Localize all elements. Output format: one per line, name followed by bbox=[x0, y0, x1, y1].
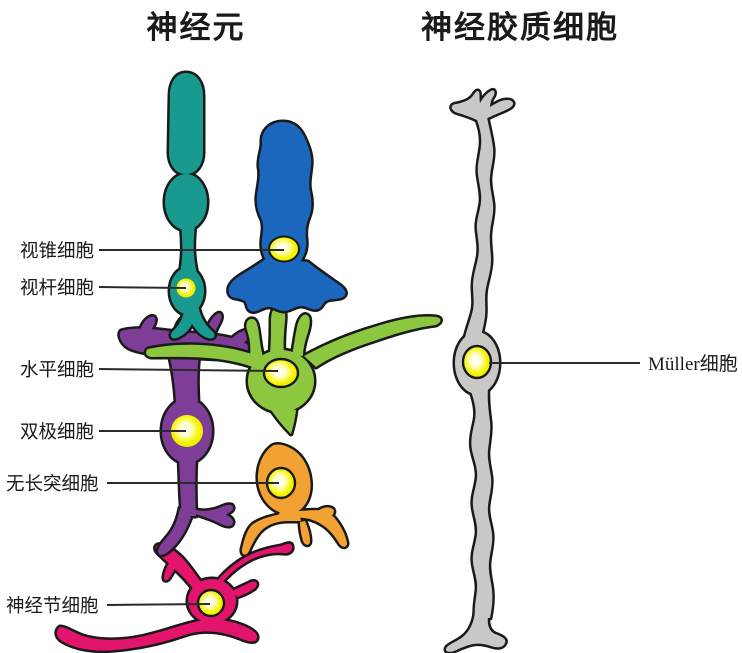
bipolar-nucleus bbox=[171, 415, 203, 447]
title-neurons: 神经元 bbox=[147, 10, 246, 45]
ganglion-leader-line bbox=[106, 603, 211, 606]
ganglion-nucleus bbox=[196, 588, 226, 618]
ganglion-cell-label: 神经节细胞 bbox=[6, 596, 99, 617]
horizontal-cell-label: 水平细胞 bbox=[20, 360, 94, 381]
muller-cell-label: Müller细胞 bbox=[648, 353, 738, 375]
leader-lines bbox=[98, 249, 640, 606]
muller-nucleus bbox=[461, 344, 493, 380]
title-neuroglia: 神经胶质细胞 bbox=[421, 10, 619, 45]
cone-cell-shape bbox=[229, 122, 346, 311]
rod-cell-shape bbox=[165, 73, 215, 338]
horizontal-leader-line bbox=[98, 368, 279, 372]
horizontal-nucleus bbox=[262, 357, 300, 389]
cone-cell-label: 视锥细胞 bbox=[20, 241, 94, 262]
amacrine-cell-label: 无长突细胞 bbox=[6, 474, 99, 495]
bipolar-cell-label: 双极细胞 bbox=[20, 422, 94, 443]
amacrine-cell-shape bbox=[242, 445, 347, 555]
rod-cell-label: 视杆细胞 bbox=[20, 278, 94, 299]
rod-leader-line bbox=[98, 286, 187, 289]
